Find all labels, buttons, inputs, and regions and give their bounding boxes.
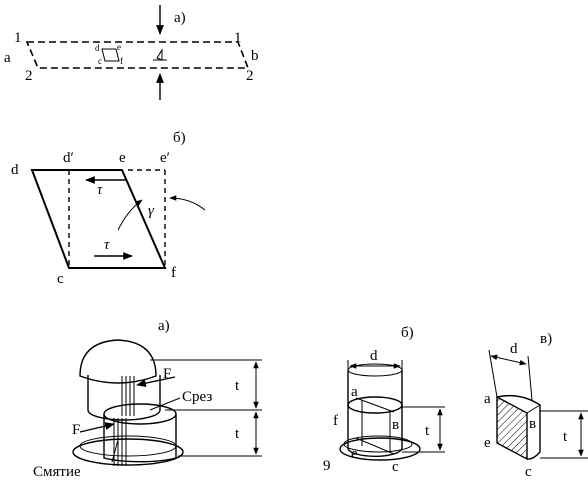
half-label-t: t (563, 429, 568, 445)
fig2-tau-bottom: τ (104, 237, 110, 253)
fig1-element-f: f (120, 56, 123, 66)
half-dim-d-ext-right (527, 355, 533, 401)
rivet-shank-lower (113, 418, 127, 466)
fig1-right-label: b (251, 48, 259, 64)
cyl-label-a: a (351, 384, 358, 400)
rivet-force-bottom: F (72, 422, 80, 438)
fig2-label-c: c (57, 271, 64, 287)
fig1-corner-1-right: 1 (234, 30, 242, 46)
fig1-corner-2-left: 2 (25, 68, 33, 84)
fig1-plate-outline (25, 41, 250, 69)
fig2-label-f: f (171, 265, 176, 281)
cyl-label-g: 9 (323, 458, 331, 474)
half-label-b: в (529, 416, 536, 432)
rivet-tag: а) (158, 318, 170, 334)
rivet-upper-body (87, 375, 161, 421)
fig2-gamma-arc-right (169, 195, 206, 211)
rivet-shear-leader (149, 397, 181, 411)
fig3-cylinder: б) d a f в e c 9 t (323, 325, 445, 475)
rivet-force-top: F (163, 366, 171, 382)
rivet-lower-body (103, 414, 177, 463)
fig1-element-e: e (117, 42, 121, 52)
half-label-c: c (525, 464, 532, 480)
half-tag: в) (540, 331, 552, 347)
fig2-shear-element: б) d d′ e e′ c f τ τ γ (11, 130, 206, 287)
cyl-label-d: d (370, 348, 378, 364)
fig1-shear-mark (156, 48, 163, 61)
rivet-bearing-label: Смятие (33, 464, 81, 480)
rivet-bearing-leader (111, 439, 119, 463)
fig2-gamma: γ (148, 203, 155, 219)
fig3-rivet: а) F F Срез Смятие t t (33, 318, 262, 480)
fig1-element-d: d (95, 43, 100, 53)
cyl-base-head (339, 437, 421, 461)
rivet-force-bottom-arrow (79, 422, 115, 433)
rivet-top-head (79, 339, 157, 384)
cyl-label-t: t (425, 423, 430, 439)
cyl-base-head-inner (343, 435, 413, 453)
cyl-label-c: c (392, 459, 399, 475)
half-curved-surface (496, 394, 541, 460)
fig1-element-c: c (98, 56, 102, 66)
rivet-shear-label: Срез (182, 389, 212, 405)
half-top-edge (526, 404, 541, 414)
cyl-tag: б) (401, 325, 414, 341)
rivet-t-bottom: t (235, 426, 240, 442)
cyl-diag-bottom (355, 437, 395, 455)
rivet-lower-top (103, 403, 177, 425)
half-label-a: a (484, 391, 491, 407)
rivet-bottom-head (72, 438, 184, 466)
cyl-label-e: e (351, 446, 358, 462)
half-dim-d (490, 354, 527, 366)
fig2-label-d-prime: d′ (63, 150, 74, 166)
half-label-d: d (510, 341, 518, 357)
fig2-tau-top: τ (97, 182, 103, 198)
fig3-half-cylinder: в) d a в e c t (484, 331, 588, 480)
half-label-e: e (484, 435, 491, 451)
fig2-label-e: e (119, 150, 126, 166)
fig1-left-label: а (4, 50, 11, 66)
fig2-deformed-outline (30, 169, 167, 269)
cyl-label-f: f (333, 413, 338, 429)
half-section-face (496, 395, 528, 461)
fig1-corner-1-left: 1 (14, 30, 22, 46)
fig1-element (101, 48, 120, 62)
fig1-plate-shear: а) а b 1 2 1 2 d e c f (4, 5, 259, 100)
fig2-label-e-prime: e′ (160, 150, 170, 166)
fig2-label-d: d (11, 162, 19, 178)
fig2-tag: б) (173, 130, 186, 146)
rivet-t-top: t (235, 378, 240, 394)
fig2-gamma-arc-left (117, 199, 143, 231)
fig1-tag: а) (174, 10, 186, 26)
cyl-label-b: в (392, 417, 399, 433)
cyl-shear-plane (347, 396, 403, 414)
fig1-corner-2-right: 2 (246, 68, 254, 84)
cyl-body (347, 370, 403, 458)
rivet-force-top-arrow (136, 376, 176, 388)
